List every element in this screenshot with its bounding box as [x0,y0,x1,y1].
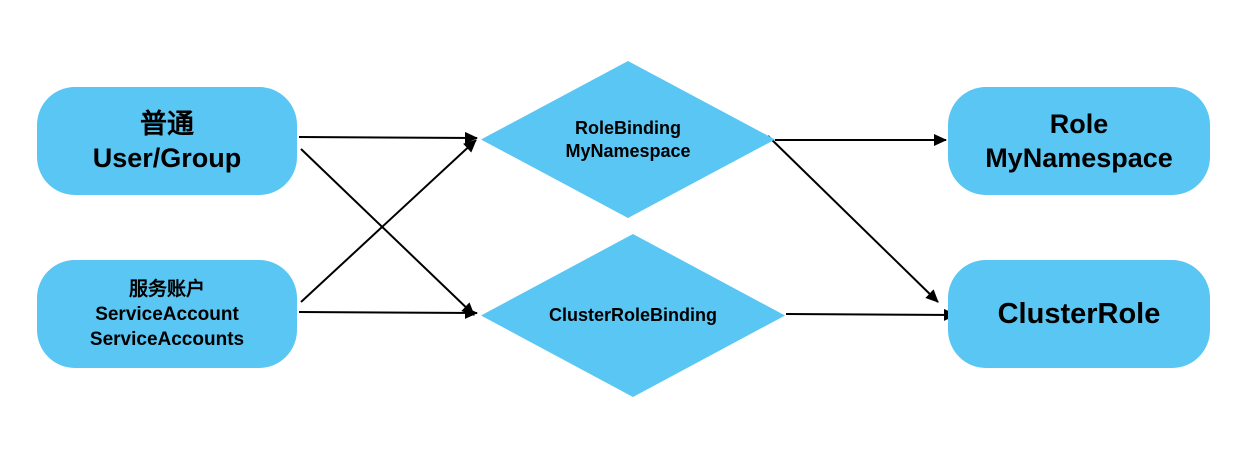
arrow-clusterrolebinding-to-clusterrole [785,308,957,321]
node-service-account-label-plural: ServiceAccounts [89,328,245,350]
node-user-group-label-en: User/Group [92,143,242,173]
node-role-binding-label: RoleBinding [575,117,681,138]
node-cluster-role-binding-label: ClusterRoleBinding [548,305,717,325]
arrow-serviceaccount-to-clusterrolebinding [298,306,478,319]
node-service-account-label-cn: 服务账户 [128,278,205,300]
node-user-group-label-cn: 普通 [140,109,194,139]
node-cluster-role: ClusterRole [948,260,1210,368]
node-role-binding-namespace: MyNamespace [565,140,691,161]
arrow-rolebinding-to-clusterrole [767,135,939,303]
node-service-account-label-singular: ServiceAccount [95,303,239,325]
arrow-user-to-rolebinding [298,131,478,144]
node-user-group: 普通 User/Group [37,87,297,195]
node-cluster-role-label: ClusterRole [997,298,1161,330]
node-service-account: 服务账户 ServiceAccount ServiceAccounts [37,260,297,368]
node-role: Role MyNamespace [948,87,1210,195]
arrow-user-to-clusterrolebinding [300,148,475,316]
node-role-namespace: MyNamespace [985,143,1173,173]
arrow-serviceaccount-to-rolebinding [300,139,477,303]
node-role-label: Role [1049,109,1109,139]
